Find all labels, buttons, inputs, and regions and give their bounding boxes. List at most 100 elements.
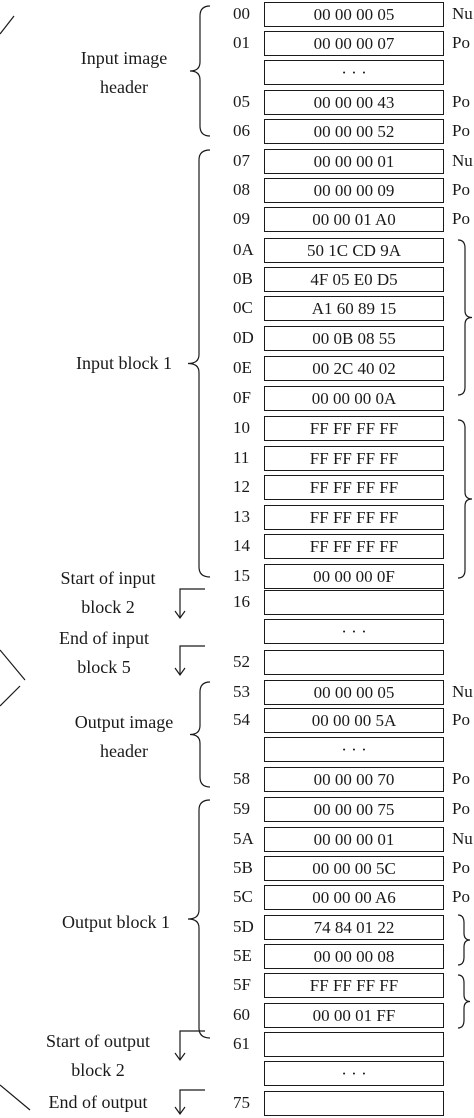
memory-cell: A1 60 89 15	[264, 296, 444, 321]
memory-cell: 00 00 00 5C	[264, 856, 444, 881]
address-label: 01	[233, 33, 250, 52]
address-label: 07	[233, 151, 250, 170]
memory-cell	[264, 650, 444, 675]
left-brace	[189, 5, 211, 137]
address-label: 54	[233, 710, 250, 729]
address-label: 0F	[233, 388, 251, 407]
right-brace	[457, 974, 471, 1029]
address-label: 08	[233, 180, 250, 199]
connector-line	[0, 1084, 31, 1111]
memory-cell: 00 00 00 0A	[264, 386, 444, 411]
address-label: 10	[233, 418, 250, 437]
address-label: 16	[233, 592, 250, 611]
memory-cell: FF FF FF FF	[264, 446, 444, 471]
group-label-line: Input block 1	[76, 353, 172, 373]
address-label: 5B	[233, 858, 253, 877]
memory-cell: 74 84 01 22	[264, 915, 444, 940]
group-label-line: header	[100, 741, 148, 761]
address-label: 13	[233, 507, 250, 526]
group-label-line: block 2	[81, 597, 135, 617]
memory-cell: FF FF FF FF	[264, 505, 444, 530]
group-label: End of output	[18, 1088, 178, 1117]
right-brace	[457, 914, 471, 966]
address-label: 60	[233, 1005, 250, 1024]
address-label: 06	[233, 121, 250, 140]
memory-cell: 00 00 00 09	[264, 178, 444, 203]
group-label-line: Start of input	[60, 568, 156, 588]
field-note: Nu	[452, 4, 473, 23]
address-label: 0D	[233, 328, 254, 347]
address-label: 5E	[233, 946, 252, 965]
group-label: Output block 1	[36, 908, 196, 937]
address-label: 53	[233, 682, 250, 701]
field-note: Nu	[452, 151, 473, 170]
memory-cell: 4F 05 E0 D5	[264, 267, 444, 292]
address-label: 5D	[233, 917, 254, 936]
address-label: 52	[233, 652, 250, 671]
memory-cell: 00 0B 08 55	[264, 326, 444, 351]
memory-cell: FF FF FF FF	[264, 973, 444, 998]
address-label: 14	[233, 536, 250, 555]
address-label: 11	[233, 448, 250, 467]
left-brace	[187, 149, 211, 578]
address-label: 5F	[233, 975, 251, 994]
group-label-line: Output block 1	[62, 912, 170, 932]
address-label: 0A	[233, 240, 254, 259]
address-label: 0E	[233, 358, 252, 377]
memory-cell: 00 00 01 A0	[264, 207, 444, 232]
field-note: Nu	[452, 829, 473, 848]
memory-cell: 00 00 00 75	[264, 797, 444, 822]
address-label: 5A	[233, 829, 254, 848]
memory-cell: · · ·	[264, 737, 444, 762]
address-label: 00	[233, 4, 250, 23]
field-note: Po	[452, 209, 470, 228]
field-note: Po	[452, 887, 470, 906]
memory-cell: 00 00 00 0F	[264, 564, 444, 589]
address-label: 61	[233, 1034, 250, 1053]
field-note: Po	[452, 33, 470, 52]
field-note: Po	[452, 180, 470, 199]
memory-cell: 00 2C 40 02	[264, 356, 444, 381]
arrow-line	[179, 1030, 205, 1060]
memory-cell: 00 00 00 01	[264, 149, 444, 174]
arrow-head	[174, 610, 186, 620]
memory-cell: 00 00 01 FF	[264, 1003, 444, 1028]
group-label-line: End of output	[48, 1092, 148, 1112]
group-label-line: Start of output	[46, 1031, 150, 1051]
arrow-line	[179, 645, 205, 675]
group-label-line: Input image	[80, 48, 168, 68]
address-label: 75	[233, 1093, 250, 1112]
connector-line	[0, 649, 26, 681]
memory-cell: · · ·	[264, 619, 444, 644]
address-label: 0B	[233, 269, 253, 288]
field-note: Nu	[452, 682, 473, 701]
memory-cell: 00 00 00 5A	[264, 708, 444, 733]
field-note: Po	[452, 121, 470, 140]
memory-cell: · · ·	[264, 1061, 444, 1086]
group-label: Start of output block 2	[18, 1027, 178, 1085]
field-note: Po	[452, 769, 470, 788]
connector-line	[0, 15, 15, 35]
memory-cell	[264, 1091, 444, 1116]
memory-cell: FF FF FF FF	[264, 475, 444, 500]
memory-cell: 00 00 00 A6	[264, 885, 444, 910]
group-label: Start of input block 2	[28, 564, 188, 622]
right-brace	[457, 239, 473, 396]
memory-cell: FF FF FF FF	[264, 416, 444, 441]
field-note: Po	[452, 710, 470, 729]
memory-cell: 00 00 00 01	[264, 827, 444, 852]
address-label: 12	[233, 477, 250, 496]
address-label: 09	[233, 209, 250, 228]
group-label-line: block 2	[71, 1060, 125, 1080]
arrow-head	[174, 1052, 186, 1062]
arrow-head	[174, 667, 186, 677]
memory-cell: 50 1C CD 9A	[264, 238, 444, 263]
address-label: 15	[233, 566, 250, 585]
group-label: Input image header	[44, 44, 204, 102]
group-label-line: header	[100, 77, 148, 97]
right-brace	[457, 419, 473, 579]
